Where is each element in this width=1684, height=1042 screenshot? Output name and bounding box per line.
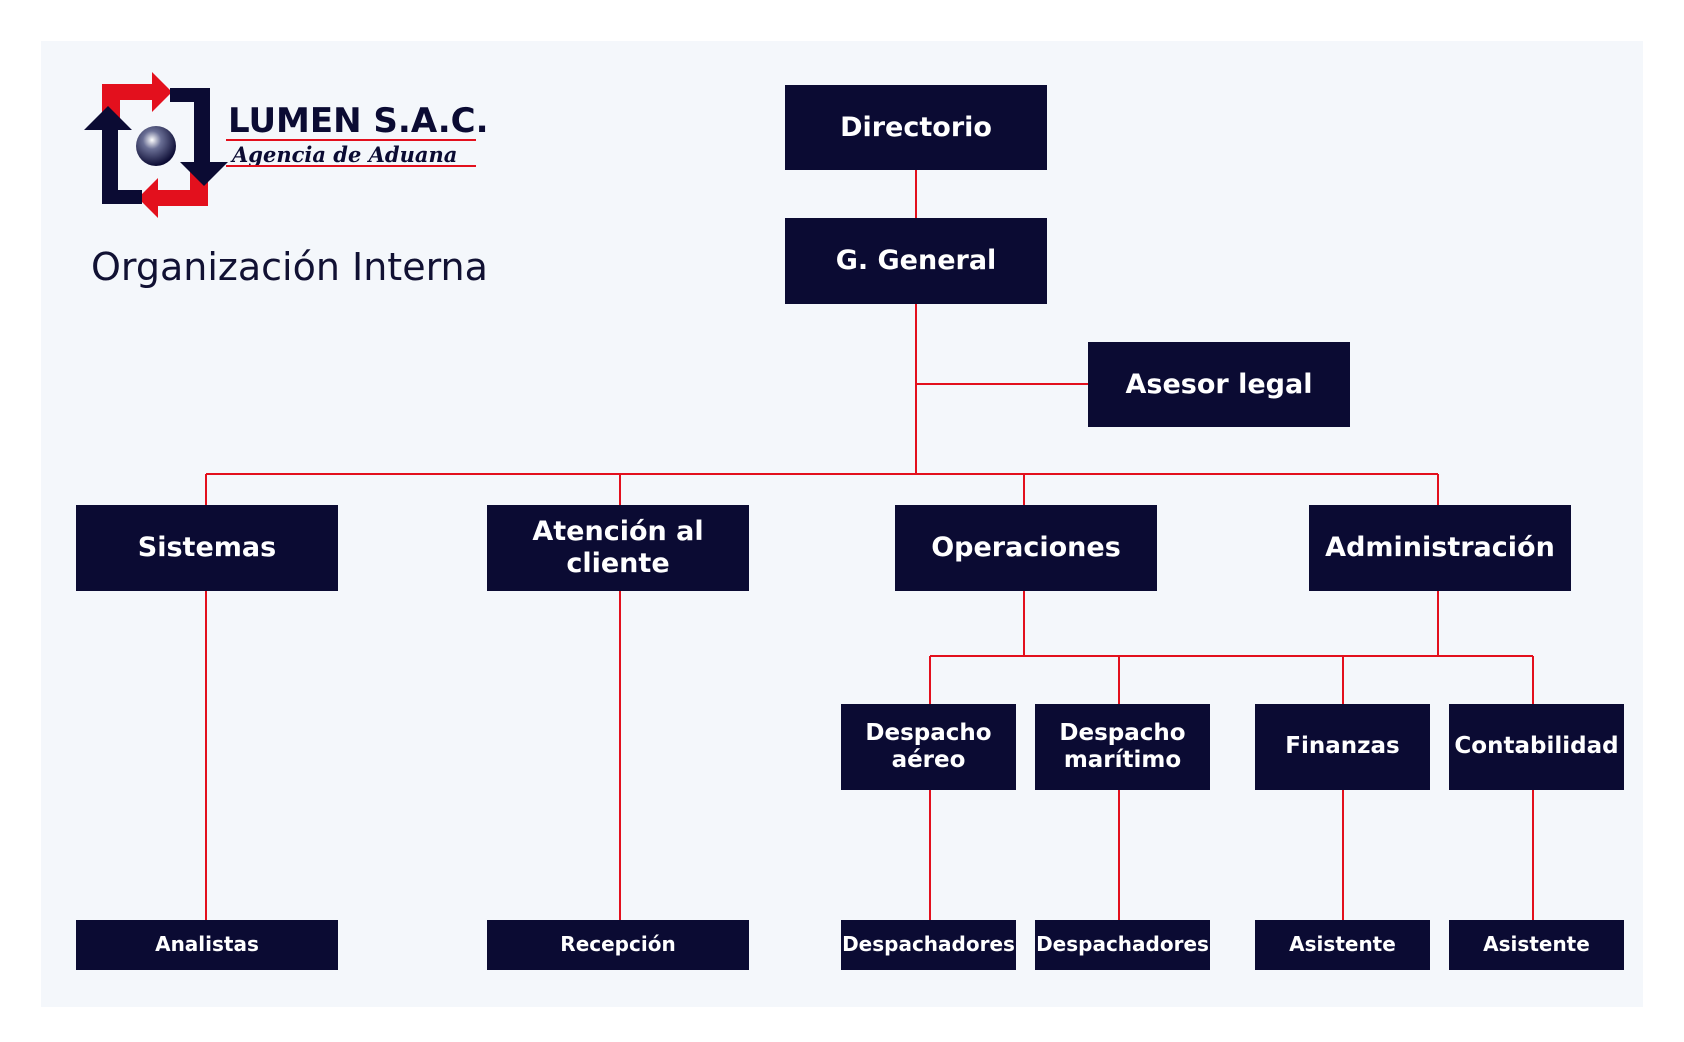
box-asistente-finanzas: Asistente — [1255, 920, 1430, 970]
box-analistas: Analistas — [76, 920, 338, 970]
box-recepcion: Recepción — [487, 920, 749, 970]
box-despacho-maritimo: Despacho marítimo — [1035, 704, 1210, 790]
box-atencion-cliente: Atención al cliente — [487, 505, 749, 591]
box-finanzas: Finanzas — [1255, 704, 1430, 790]
lumen-logo: LUMEN S.A.C. Agencia de Aduana — [84, 72, 489, 218]
box-operaciones: Operaciones — [895, 505, 1157, 591]
box-sistemas: Sistemas — [76, 505, 338, 591]
box-administracion: Administración — [1309, 505, 1571, 591]
box-gerencia-general: G. General — [785, 218, 1047, 304]
brand-tagline: Agencia de Aduana — [230, 142, 457, 167]
box-asesor-legal: Asesor legal — [1088, 342, 1350, 427]
box-directorio: Directorio — [785, 85, 1047, 170]
box-despachadores-maritimo: Despachadores — [1035, 920, 1210, 970]
brand-name: LUMEN S.A.C. — [228, 101, 489, 141]
box-asistente-contabilidad: Asistente — [1449, 920, 1624, 970]
page-title: Organización Interna — [91, 245, 488, 289]
box-despacho-aereo: Despacho aéreo — [841, 704, 1016, 790]
box-despachadores-aereo: Despachadores — [841, 920, 1016, 970]
box-contabilidad: Contabilidad — [1449, 704, 1624, 790]
